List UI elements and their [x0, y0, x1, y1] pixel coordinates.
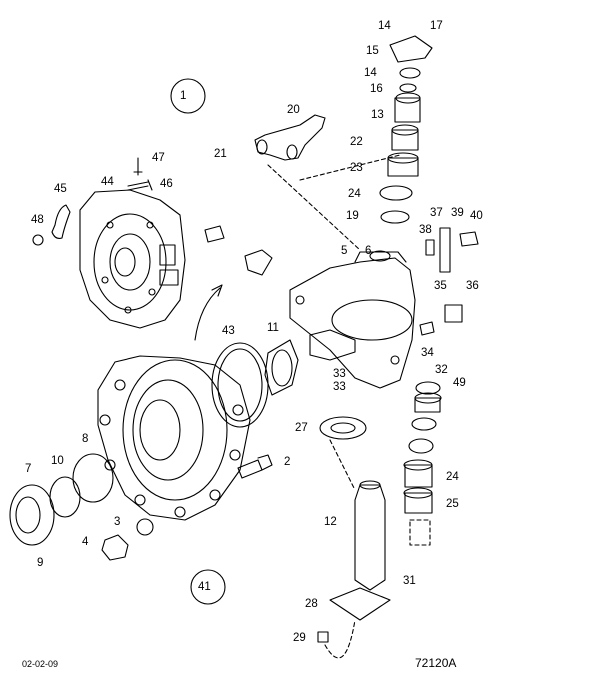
callout-38: 40	[470, 210, 483, 222]
lower-stack	[403, 381, 442, 514]
callout-34: 36	[466, 280, 479, 292]
callout-32: 34	[421, 347, 434, 359]
clip-part-37	[459, 231, 479, 247]
callout-17: 17	[430, 20, 443, 32]
seal-part-40-inner	[217, 348, 263, 422]
callout-9: 9	[37, 557, 44, 569]
callout-41: 44	[101, 176, 114, 188]
assembly-arrow	[194, 284, 223, 341]
callout-14: 14	[364, 67, 377, 79]
callout-1: 1	[180, 90, 187, 102]
brake-carrier-part-41	[79, 189, 186, 329]
callout-39: 41	[198, 581, 211, 593]
footer-ref: 72120A	[415, 656, 457, 670]
ref-circle-39	[190, 569, 226, 605]
callout-23: 24	[348, 188, 361, 200]
callout-12: 12	[324, 516, 337, 528]
callout-30: 33	[333, 368, 346, 380]
callout-27: 29	[293, 632, 306, 644]
bolt-part-44	[133, 157, 143, 176]
callout-29: 32	[435, 364, 448, 376]
callout-46: 49	[453, 377, 466, 389]
callout-5-6: 5	[341, 245, 348, 257]
bracket-part-35	[439, 227, 451, 273]
nut-part-3	[136, 518, 154, 536]
callout-22a: 22	[350, 136, 363, 148]
bolt-part-36	[425, 239, 435, 256]
callout-31: 33	[333, 381, 346, 393]
callout-7: 7	[25, 463, 32, 475]
callout-26: 28	[305, 598, 318, 610]
callout-18: 14	[378, 20, 391, 32]
stud-part-2	[237, 454, 273, 479]
callout-10: 10	[51, 455, 64, 467]
clip-part-right	[244, 249, 273, 276]
seal-part-40	[211, 342, 269, 428]
callout-2: 2	[284, 456, 291, 468]
bracket-part-42	[51, 204, 71, 239]
callout-20: 20	[287, 104, 300, 116]
callout-45: 48	[31, 214, 44, 226]
dust-ring-part-11	[264, 339, 299, 396]
bolt-part-43	[127, 179, 153, 191]
hub-assembly	[97, 355, 251, 521]
seal-part-25	[319, 416, 367, 440]
callout-15: 15	[366, 45, 379, 57]
callout-24b: 25	[446, 498, 459, 510]
callout-35: 37	[430, 207, 443, 219]
bearing-part-10	[49, 476, 81, 518]
callout-33: 35	[434, 280, 447, 292]
pin-part-33	[444, 304, 463, 323]
ref-circle-1	[170, 78, 206, 114]
callout-37: 39	[451, 207, 464, 219]
hub-cap-part-7	[9, 484, 55, 546]
plate-part-26	[329, 587, 391, 621]
callout-8: 8	[82, 433, 89, 445]
bolt-part-32	[419, 321, 435, 336]
callout-44: 47	[152, 152, 165, 164]
callout-28: 31	[403, 575, 416, 587]
king-pin-part-12	[354, 480, 386, 591]
callout-16: 16	[370, 83, 383, 95]
dashed-leaders	[267, 154, 431, 659]
nut-part-45	[32, 234, 44, 246]
screw-part-27	[317, 631, 329, 643]
callout-13: 13	[371, 109, 384, 121]
callout-24a: 24	[446, 471, 459, 483]
cap-nut-part-4	[101, 534, 129, 561]
callout-21: 21	[214, 148, 227, 160]
callout-19: 19	[346, 210, 359, 222]
callout-25: 27	[295, 422, 308, 434]
callout-36: 38	[419, 224, 432, 236]
callout-3: 3	[114, 516, 121, 528]
hub-cap-part-7-inner	[15, 496, 41, 534]
callout-42: 45	[54, 183, 67, 195]
clip-part-left	[204, 225, 225, 243]
callout-6: 6	[365, 245, 372, 257]
seal-part-25-inner	[330, 422, 356, 434]
steering-knuckle-part-5	[289, 250, 416, 389]
footer-date: 02-02-09	[22, 659, 59, 669]
o-ring-part-8	[72, 453, 114, 503]
steering-arm-part-20	[254, 114, 326, 161]
callout-40: 43	[222, 325, 235, 337]
callout-11: 11	[267, 322, 279, 334]
upper-stack	[379, 35, 433, 224]
callout-4: 4	[82, 536, 89, 548]
callout-43: 46	[160, 178, 173, 190]
callout-22b: 23	[350, 162, 363, 174]
